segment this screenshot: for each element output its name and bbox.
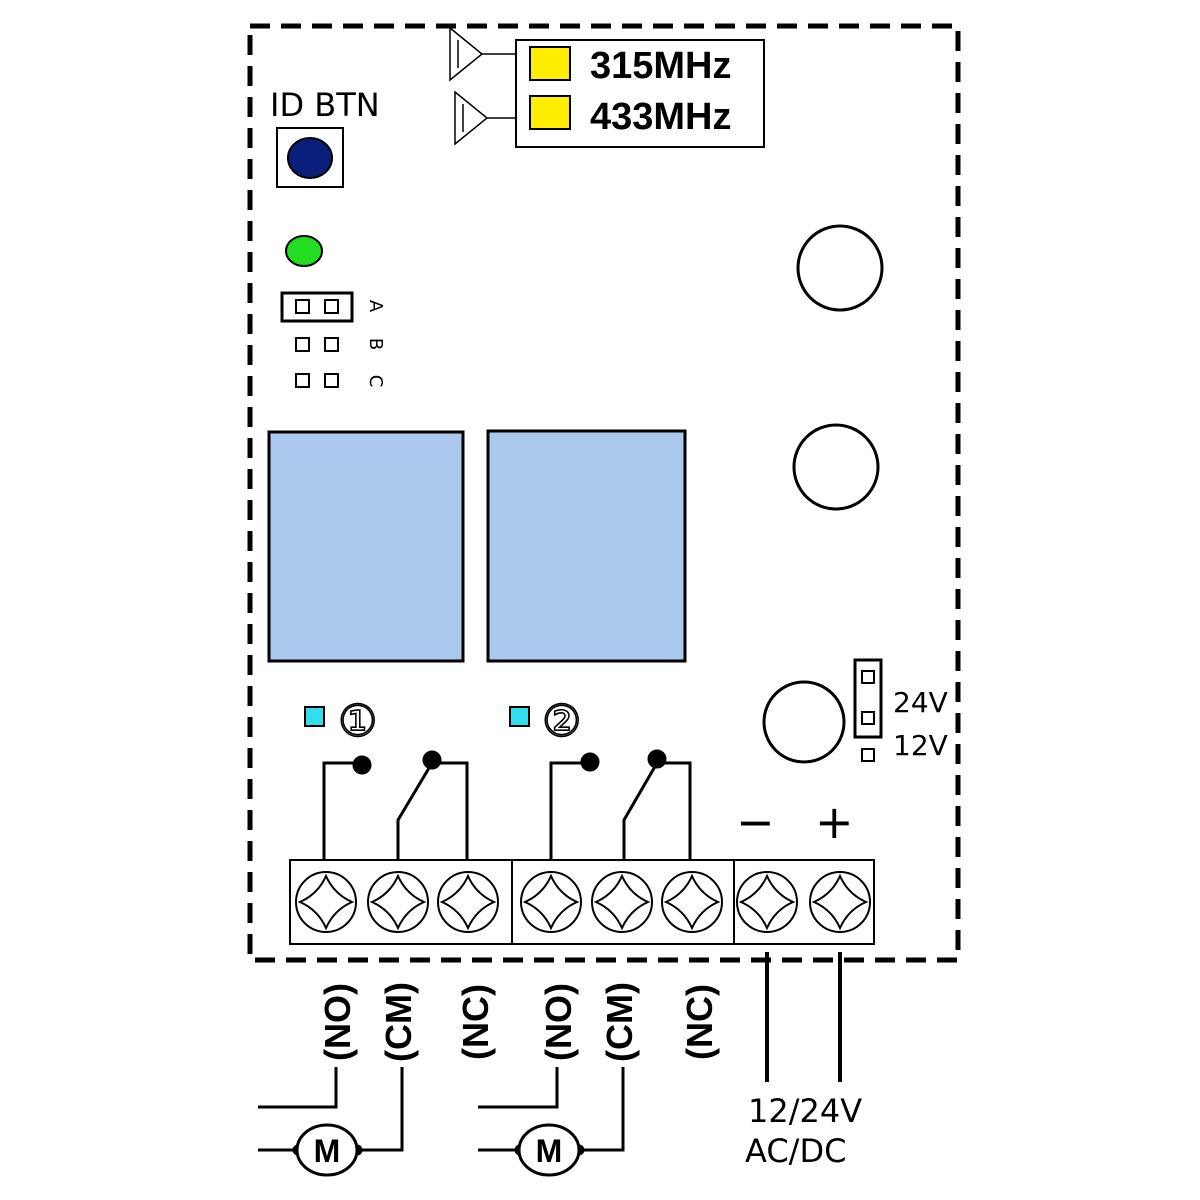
terminal-label-nc-1: (NC) [455, 984, 496, 1060]
power-leads [765, 952, 842, 1082]
terminal-screw [295, 871, 357, 933]
terminal-screw [661, 871, 723, 933]
terminal-screw [591, 871, 653, 933]
relay-contact-2 [549, 749, 692, 880]
motor-label-1: M [314, 1133, 341, 1169]
status-led [285, 235, 323, 267]
terminal-label-nc-2: (NC) [679, 984, 720, 1060]
voltage-label-12v: 12V [893, 729, 948, 762]
motor-label-2: M [536, 1133, 563, 1169]
terminal-screw [367, 871, 429, 933]
antenna-icon [454, 90, 518, 146]
capacitor [762, 680, 846, 764]
frequency-label: 433MHz [590, 96, 732, 138]
mode-jumper-block [280, 291, 354, 388]
terminal-label-no-2: (NO) [538, 983, 579, 1061]
id-button-label: ID BTN [270, 86, 380, 124]
power-plus-sign: + [815, 795, 854, 849]
power-label-type: AC/DC [745, 1132, 846, 1170]
frequency-marker-433 [529, 95, 571, 130]
board-outline [247, 23, 961, 963]
antenna-icon [449, 26, 518, 82]
terminal-label-no-1: (NO) [317, 983, 358, 1061]
terminal-label-cm-2: (CM) [599, 982, 640, 1062]
power-label-voltage: 12/24V [748, 1092, 862, 1130]
voltage-label-24v: 24V [893, 686, 948, 719]
terminal-label-cm-1: (CM) [378, 982, 419, 1062]
relay-number-2: ② [542, 696, 581, 747]
jumper-label-a: A [365, 300, 386, 313]
terminal-screw [809, 871, 871, 933]
terminal-screw [520, 871, 582, 933]
power-minus-sign: − [736, 795, 775, 849]
jumper-label-b: B [365, 338, 386, 350]
motor-icon [295, 1123, 359, 1177]
jumper-label-c: C [365, 375, 386, 388]
frequency-label: 315MHz [590, 45, 732, 87]
relay-indicator-1 [304, 706, 325, 727]
capacitor [792, 423, 880, 511]
terminal-screw [437, 871, 499, 933]
terminal-screw [736, 871, 798, 933]
motor-icon [517, 1123, 581, 1177]
relay-indicator-2 [509, 706, 530, 727]
frequency-marker-315 [529, 46, 571, 81]
relay-number-1: ① [338, 696, 377, 747]
relay-1 [267, 430, 465, 663]
id-button[interactable] [287, 137, 333, 179]
capacitor [796, 224, 884, 312]
relay-2 [486, 429, 687, 663]
voltage-jumper [853, 658, 883, 762]
